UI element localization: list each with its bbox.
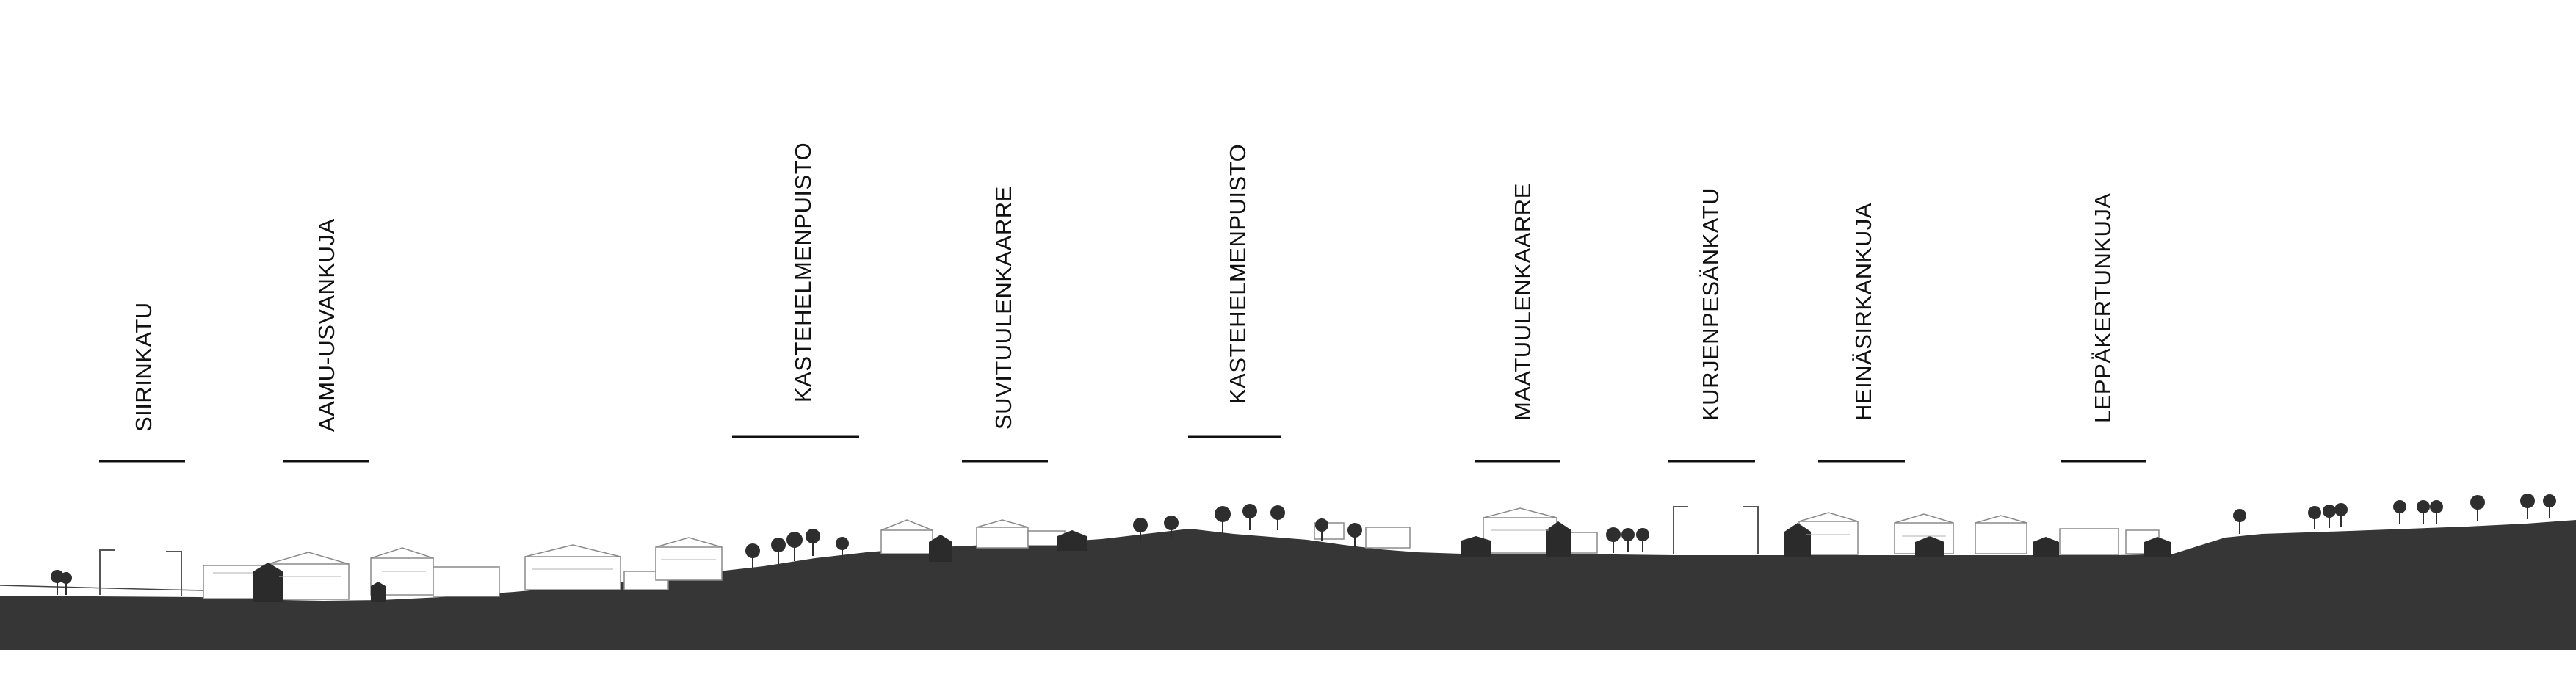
tree-icon [2323,505,2336,528]
street-label: AAMU-USVANKUJA [314,218,339,432]
tree-icon [1133,518,1148,542]
tree-icon [771,538,786,565]
street-label: KASTEHELMENPUISTO [1225,144,1251,404]
tree-icon [1347,523,1362,547]
street-marker-kurjenpesankatu: KURJENPESÄNKATU [1668,188,1755,463]
building-roofs [267,507,2027,565]
tree-icon [51,570,64,595]
tree-icon [2334,503,2348,527]
street-lamp-icon [99,549,115,595]
street-marker-heinasirkankuja: HEINÄSIRKANKUJA [1818,203,1905,463]
tree-icon [806,529,820,556]
street-label: SIIRINKATU [131,302,156,432]
street-marker-aamu-usvankuja: AAMU-USVANKUJA [283,218,369,463]
tree-icon [2470,495,2485,521]
ground-section [0,520,2576,650]
street-marker-suvituulenkaarre: SUVITUULENKAARRE [962,186,1048,463]
street-marker-kastehelmenpuisto-2: KASTEHELMENPUISTO [1188,144,1281,438]
tree-icon [2417,500,2430,524]
street-lamp-icon [166,551,182,596]
tree-icon [1315,518,1328,541]
trees [51,494,2556,595]
tree-icon [745,543,760,569]
street-label: LEPPÄKERTUNKUJA [2090,192,2116,423]
street-marker-siirinkatu: SIIRINKATU [99,302,185,463]
dark-buildings [253,521,2171,602]
tree-icon [836,537,849,560]
tree-icon [1215,506,1231,533]
street-marker-kastehelmenpuisto-1: KASTEHELMENPUISTO [732,142,859,438]
street-label: KASTEHELMENPUISTO [790,142,816,402]
street-marker-maatuulenkaarre: MAATUULENKAARRE [1475,183,1560,463]
street-label: SUVITUULENKAARRE [991,186,1016,430]
buildings [203,507,2171,602]
tree-icon [2543,494,2556,518]
tree-icon [2233,509,2246,534]
tree-icon [1164,516,1179,539]
tree-icon [1270,505,1285,530]
tree-icon [2308,506,2321,529]
tree-icon [1242,504,1257,530]
street-lamps [99,506,1759,596]
street-lamp-icon [1673,506,1688,554]
street-label: HEINÄSIRKANKUJA [1850,203,1876,421]
building-details [213,529,1946,577]
tree-icon [2430,500,2443,524]
tree-icon [2393,500,2406,524]
street-lamp-icon [1743,506,1759,554]
street-markers: SIIRINKATU AAMU-USVANKUJA KASTEHELMENPUI… [99,142,2146,463]
tree-icon [1606,527,1621,553]
street-label: KURJENPESÄNKATU [1698,188,1723,421]
street-label: MAATUULENKAARRE [1510,183,1535,421]
tree-icon [1636,528,1649,552]
tree-icon [1621,528,1635,552]
tree-icon [60,572,72,595]
tree-icon [2520,494,2535,519]
street-marker-leppakertunkuja: LEPPÄKERTUNKUJA [2061,192,2146,463]
tree-icon [786,532,803,561]
